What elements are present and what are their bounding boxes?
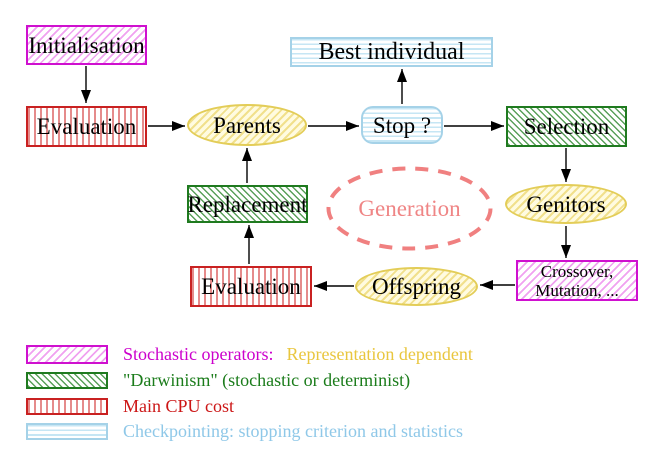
node-selection: Selection — [506, 106, 627, 147]
node-stop: Stop ? — [361, 106, 443, 144]
node-genitors-label: Genitors — [526, 191, 606, 217]
node-parents-label: Parents — [213, 112, 281, 138]
generation-dashed-ellipse — [326, 166, 493, 251]
node-initialisation-label: Initialisation — [28, 32, 145, 58]
legend-row-checkpointing: Checkpointing: stopping criterion and st… — [26, 421, 463, 441]
legend-row-main-cpu-cost: Main CPU cost — [26, 396, 234, 416]
legend-stochastic-operators-label: Stochastic operators: — [123, 343, 274, 364]
node-crossover-label-line1: Crossover, — [540, 261, 614, 281]
legend-checkpointing-label: Checkpointing: stopping criterion and st… — [123, 420, 463, 441]
generation-label-text: Generation — [358, 195, 461, 221]
magenta-diagonal-hatch-swatch — [26, 344, 108, 364]
node-best-individual: Best individual — [290, 37, 493, 67]
node-selection-label: Selection — [523, 114, 610, 139]
node-crossover-mutation: Crossover, Mutation, ... — [516, 260, 638, 301]
legend-row-darwinism: "Darwinism" (stochastic or determinist) — [26, 370, 410, 390]
node-replacement: Replacement — [187, 185, 308, 223]
legend-representation-dependent-label: Representation dependent — [286, 343, 473, 364]
red-vertical-stripe-swatch — [26, 397, 108, 415]
legend-darwinism-label: "Darwinism" (stochastic or determinist) — [123, 369, 411, 390]
green-diagonal-hatch-swatch — [26, 371, 108, 389]
node-genitors: Genitors — [505, 184, 627, 224]
node-crossover-label-line2: Mutation, ... — [535, 280, 619, 300]
legend-main-cpu-cost-label: Main CPU cost — [123, 395, 235, 416]
node-initialisation: Initialisation — [26, 25, 147, 65]
node-evaluation-top: Evaluation — [26, 106, 147, 147]
node-evaluation-bottom-label: Evaluation — [201, 274, 301, 299]
node-parents: Parents — [187, 104, 307, 146]
node-best-individual-label: Best individual — [318, 39, 465, 65]
generation-cycle-label: Generation — [327, 168, 492, 248]
node-evaluation-bottom: Evaluation — [190, 266, 312, 307]
node-evaluation-top-label: Evaluation — [36, 114, 137, 139]
legend-row-stochastic-operators: Stochastic operators: Representation dep… — [26, 344, 473, 364]
node-stop-label: Stop ? — [372, 112, 432, 138]
node-replacement-label: Replacement — [187, 191, 308, 217]
node-offspring: Offspring — [355, 267, 478, 306]
node-offspring-label: Offspring — [371, 274, 461, 299]
cyan-horizontal-stripe-swatch — [26, 422, 108, 440]
